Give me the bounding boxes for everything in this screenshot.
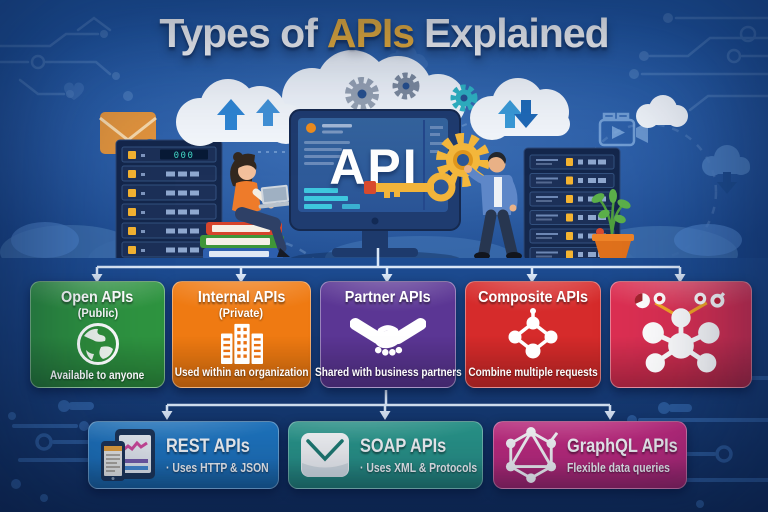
protocol-card-soap: SOAP APIs · Uses XML & Protocols: [288, 421, 483, 489]
protocol-card-rest: REST APIs · Uses HTTP & JSON: [88, 421, 279, 489]
key-icon: [364, 172, 456, 202]
server-display: 000: [174, 151, 195, 161]
small-white-cloud: [636, 95, 688, 128]
soap-envelope-icon: [299, 430, 351, 480]
card-description: · Uses HTTP & JSON: [166, 459, 269, 475]
api-type-card-composite: Composite APIs Combine multiple requests: [465, 281, 601, 388]
cloud-download-icon: [702, 145, 750, 194]
card-subtitle: (Public): [77, 306, 118, 320]
card-description: Shared with business partners: [314, 365, 462, 379]
card-title: Partner APIs: [345, 289, 431, 306]
api-type-card-network: [610, 281, 752, 388]
heart-icon: [64, 82, 84, 100]
diamond-network-icon: [505, 306, 561, 365]
cloud-upload-icon: [176, 79, 306, 146]
rest-devices-icon: [99, 427, 157, 483]
woman-figure: [230, 152, 293, 257]
handshake-icon: [350, 306, 426, 365]
title-highlight: APIs: [326, 10, 415, 56]
cloud-sync-icon: [470, 78, 570, 140]
card-description: Combine multiple requests: [468, 365, 598, 379]
card-title: REST APIs: [166, 435, 250, 457]
api-label: API: [329, 139, 418, 195]
man-figure: [464, 151, 522, 258]
card-title: Internal APIs: [197, 289, 286, 306]
card-title: Composite APIs: [478, 289, 588, 306]
card-description: Flexible data queries: [567, 459, 670, 475]
gear-icon: [436, 133, 490, 187]
card-title: SOAP APIs: [360, 435, 447, 457]
api-type-card-open: Open APIs (Public) Available to anyone: [30, 281, 165, 388]
building-icon: [216, 320, 268, 365]
protocol-card-graphql: GraphQL APIs Flexible data queries: [493, 421, 687, 489]
network-graph-icon: [631, 289, 731, 381]
card-description: Used within an organization: [174, 365, 309, 379]
hero-cloud: [282, 50, 466, 130]
books-stack: [200, 222, 284, 258]
api-type-card-internal: Internal APIs (Private): [172, 281, 311, 388]
title-suffix: Explained: [424, 10, 610, 56]
server-rack-right: [523, 147, 621, 258]
api-type-card-partner: Partner APIs Shared with business partne…: [315, 281, 461, 388]
graphql-logo-icon: [504, 427, 558, 483]
card-subtitle: (Private): [219, 306, 264, 320]
title-prefix: Types of: [159, 10, 318, 56]
card-description: Available to anyone: [50, 368, 145, 382]
page-title: Types of APIs Explained: [0, 10, 768, 57]
server-rack-left: 000: [115, 139, 223, 258]
dashed-arcs: [195, 93, 718, 258]
video-camera-icon: [598, 112, 648, 147]
base-clouds: [0, 222, 742, 258]
card-title: GraphQL APIs: [567, 435, 678, 457]
plant: [591, 189, 634, 258]
monitor: API: [289, 109, 461, 257]
card-title: Open APIs: [61, 289, 134, 306]
gears-decor: [345, 72, 478, 112]
mail-icon: [99, 112, 159, 157]
card-description: · Uses XML & Protocols: [360, 459, 478, 475]
globe-icon: [74, 320, 122, 368]
